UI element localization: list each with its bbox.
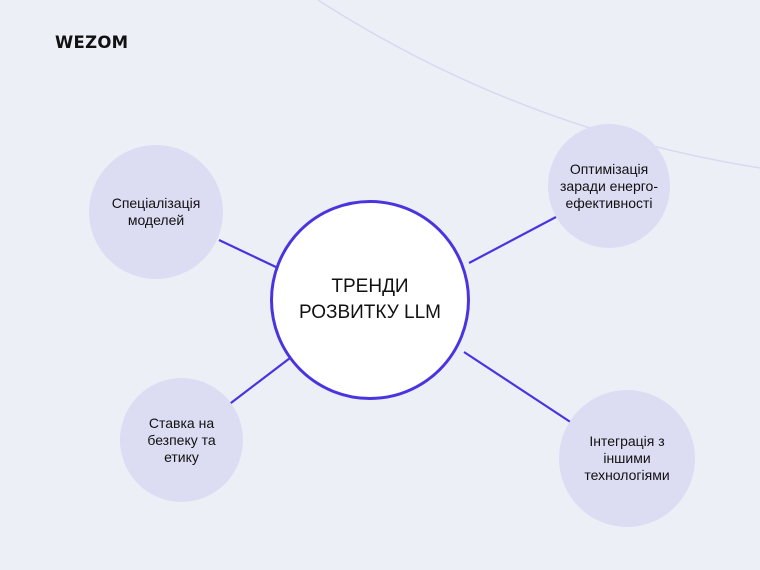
- connector-safe: [226, 357, 291, 407]
- central-topic-node: ТРЕНДИ РОЗВИТКУ LLM: [270, 200, 470, 400]
- wezom-logo: WEZOM: [55, 33, 129, 52]
- node-label: Ставка на безпеку та етику: [147, 414, 216, 465]
- node-label: Інтеграція з іншими технологіями: [584, 433, 670, 483]
- central-topic-label: ТРЕНДИ РОЗВИТКУ LLM: [298, 276, 442, 323]
- node-label: Оптимізація заради енерго-ефективності: [560, 160, 658, 211]
- node-energy-optimization: Оптимізація заради енерго-ефективності: [548, 124, 670, 248]
- node-model-specialization: Спеціалізація моделей: [89, 145, 223, 279]
- connector-opt: [468, 216, 557, 264]
- node-label: Спеціалізація моделей: [111, 195, 201, 228]
- decorative-arc: [317, 0, 760, 169]
- node-safety-ethics: Ставка на безпеку та етику: [120, 378, 243, 502]
- connector-int: [463, 351, 579, 428]
- node-technology-integration: Інтеграція з іншими технологіями: [559, 390, 695, 527]
- connector-spec: [218, 239, 279, 269]
